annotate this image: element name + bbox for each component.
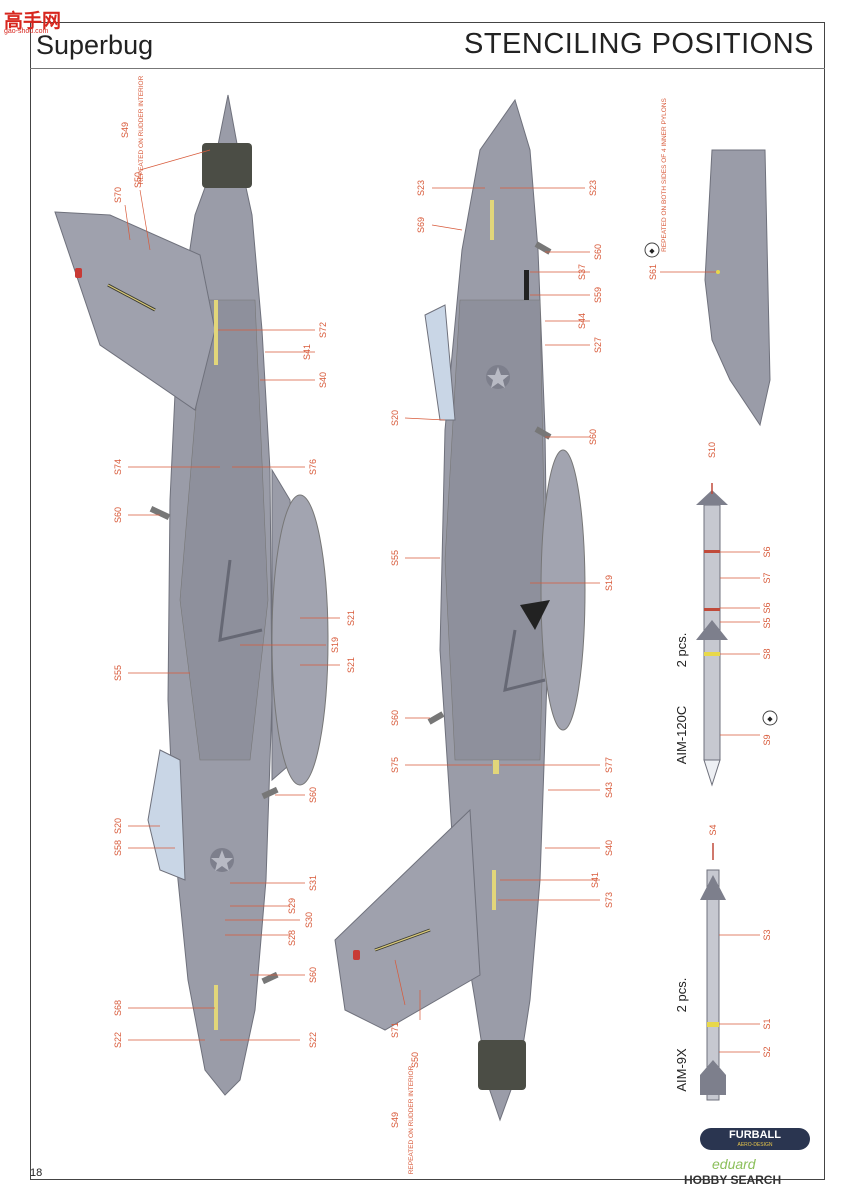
label-s60b-right: S60: [588, 429, 598, 445]
right-canopy: [424, 304, 456, 421]
label-s43-right: S43: [604, 782, 614, 798]
furball-subtext: AERO-DESIGN: [737, 1142, 773, 1148]
label-s44-right: S44: [577, 313, 587, 329]
note-rudder-bottom: REPEATED ON RUDDER INTERIOR: [408, 1065, 415, 1174]
label-s50-left: S50: [133, 172, 143, 188]
label-s68-left: S68: [113, 1000, 123, 1016]
label-s4: S4: [708, 824, 718, 835]
label-s5: S5: [762, 617, 772, 628]
watermark-url: gao-shou.com: [4, 28, 49, 35]
label-s19-right: S19: [604, 575, 614, 591]
label-s10: S10: [707, 442, 717, 458]
label-group-pylon: REPEATED ON BOTH SIDES OF 4 INNER PYLONS…: [648, 97, 668, 280]
label-s37-right: S37: [577, 264, 587, 280]
label-s21a-left: S21: [346, 610, 356, 626]
label-s8: S8: [762, 648, 772, 659]
label-s71-right: S71: [390, 1022, 400, 1038]
label-s29-left: S29: [287, 898, 297, 914]
page-title-right: STENCILING POSITIONS: [464, 28, 814, 60]
label-s70-left: S70: [113, 187, 123, 203]
header-rule: [30, 68, 825, 69]
label-s60b-left: S60: [308, 787, 318, 803]
label-s3: S3: [762, 929, 772, 940]
label-s6a: S6: [762, 546, 772, 557]
right-aircraft: [334, 98, 586, 1122]
label-s73-right: S73: [604, 892, 614, 908]
aim9-drawing: [700, 843, 726, 1101]
label-s23b-right: S23: [588, 180, 598, 196]
svg-text:◆: ◆: [649, 248, 655, 255]
label-s22a-left: S22: [113, 1032, 123, 1048]
label-s31-left: S31: [308, 875, 318, 891]
aim120-name: AIM-120C: [674, 706, 689, 765]
label-s2: S2: [762, 1046, 772, 1057]
label-s76-left: S76: [308, 459, 318, 475]
label-s41-right: S41: [590, 872, 600, 888]
label-s50-right: S50: [410, 1052, 420, 1068]
page-frame: [30, 22, 825, 1180]
label-s72-left: S72: [318, 322, 328, 338]
label-s40-left: S40: [318, 372, 328, 388]
svg-text:◆: ◆: [767, 716, 773, 723]
label-group-left: S49 REPEATED ON RUDDER INTERIOR S70 S50 …: [113, 75, 356, 1048]
label-s6b: S6: [762, 602, 772, 613]
label-s21b-left: S21: [346, 657, 356, 673]
right-tail: [334, 808, 481, 1031]
label-s60a-right: S60: [593, 244, 603, 260]
label-group-aim9: S4 S3 S1 S2 AIM-9X 2 pcs.: [674, 824, 772, 1091]
label-s23a-right: S23: [416, 180, 426, 196]
label-s60a-left: S60: [113, 507, 123, 523]
label-s75-right: S75: [390, 757, 400, 773]
label-group-aim120: S10 S6 S7 S6 S5 S8 S9 AIM-120C 2 pcs.: [674, 442, 772, 764]
page-title-left: Superbug: [36, 30, 154, 60]
label-s55-right: S55: [390, 550, 400, 566]
label-s20-right: S20: [390, 410, 400, 426]
label-s60c-right: S60: [390, 710, 400, 726]
hobbysearch-watermark: HOBBY SEARCH: [684, 1173, 782, 1187]
label-s27-right: S27: [593, 337, 603, 353]
label-s60c-left: S60: [308, 967, 318, 983]
aim120-qty: 2 pcs.: [674, 633, 689, 668]
furball-text: FURBALL: [729, 1129, 781, 1141]
eduard-logo: eduard: [712, 1156, 756, 1172]
aim120-drawing: ◆: [696, 483, 778, 787]
label-s40-right: S40: [604, 840, 614, 856]
label-s77-right: S77: [604, 757, 614, 773]
label-s1: S1: [762, 1018, 772, 1029]
label-s49-left: S49: [120, 122, 130, 138]
label-s59-right: S59: [593, 287, 603, 303]
label-s30-left: S30: [304, 912, 314, 928]
aim9-name: AIM-9X: [674, 1048, 689, 1092]
pylon-drawing: ◆: [644, 149, 771, 427]
watermark-logo: 高手网: [4, 11, 62, 32]
label-s69-right: S69: [416, 217, 426, 233]
label-s41-left: S41: [302, 344, 312, 360]
label-s22b-left: S22: [308, 1032, 318, 1048]
left-canopy: [147, 749, 186, 881]
label-s7: S7: [762, 572, 772, 583]
label-s55-left: S55: [113, 665, 123, 681]
label-s20-left: S20: [113, 818, 123, 834]
label-s49-right: S49: [390, 1112, 400, 1128]
page-number: 18: [30, 1167, 43, 1179]
label-s19-left: S19: [330, 637, 340, 653]
leader-lines: [124, 149, 760, 1053]
label-s28-left: S28: [287, 930, 297, 946]
label-group-right: S23 S23 S69 S60 S37 S59 S44 S27 S20 S60 …: [390, 180, 614, 1174]
label-s74-left: S74: [113, 459, 123, 475]
label-s9: S9: [762, 734, 772, 745]
note-pylon: REPEATED ON BOTH SIDES OF 4 INNER PYLONS: [661, 97, 668, 251]
label-s61-pylon: S61: [648, 264, 658, 280]
note-rudder-top: REPEATED ON RUDDER INTERIOR: [138, 75, 145, 184]
label-s58-left: S58: [113, 840, 123, 856]
aim9-qty: 2 pcs.: [674, 978, 689, 1013]
furball-logo: FURBALL AERO-DESIGN: [700, 1128, 810, 1150]
